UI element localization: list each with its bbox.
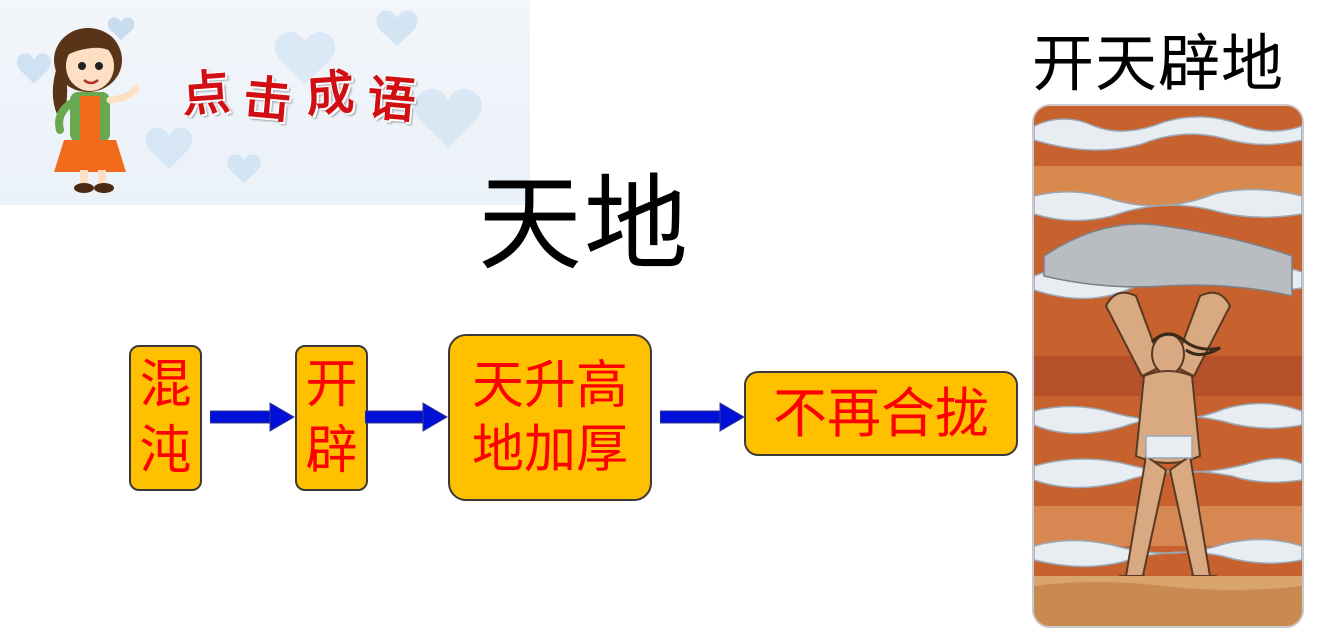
flow-box-rise-line1: 天升高 [471, 355, 628, 416]
flow-arrow-1 [210, 402, 295, 432]
flow-box-chaos: 混 沌 [129, 345, 202, 491]
flow-box-open-line1: 开 [305, 355, 358, 415]
banner-title: 点 击 成 语 [180, 64, 418, 130]
flow-box-rise-line2: 地加厚 [471, 419, 628, 480]
banner-char: 击 [241, 69, 294, 130]
illustration-title: 开天辟地 [1032, 27, 1285, 100]
banner-char: 点 [180, 64, 232, 124]
flow-box-chaos-line2: 沌 [139, 421, 192, 481]
girl-icon [52, 28, 140, 193]
pangu-illustration [1032, 104, 1304, 628]
flow-box-chaos-line1: 混 [139, 355, 192, 415]
banner: 点 击 成 语 [0, 0, 530, 205]
flow-box-rise: 天升高 地加厚 [448, 334, 652, 501]
flow-arrow-3 [660, 402, 745, 432]
banner-char: 语 [365, 69, 418, 130]
page-title: 天地 [478, 163, 691, 285]
flow-box-open-line2: 辟 [305, 421, 358, 481]
banner-background [17, 10, 482, 193]
flow-box-close: 不再合拢 [744, 371, 1018, 456]
flow-arrow-2 [365, 402, 448, 432]
banner-char: 成 [304, 64, 356, 124]
pangu-figure-icon [1034, 106, 1302, 626]
flow-box-open: 开 辟 [295, 345, 368, 491]
